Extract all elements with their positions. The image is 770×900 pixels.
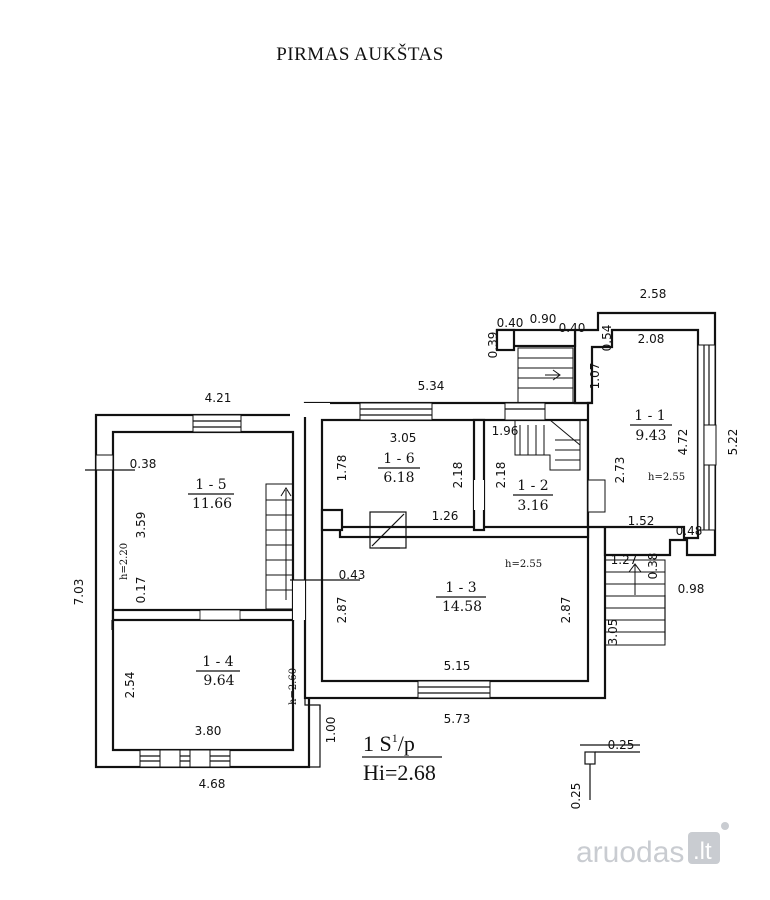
- svg-text:1 - 6: 1 - 6: [383, 451, 415, 467]
- svg-text:2.18: 2.18: [451, 462, 465, 489]
- watermark-text: aruodas: [576, 836, 684, 869]
- svg-text:2.73: 2.73: [613, 457, 627, 484]
- svg-text:7.03: 7.03: [72, 579, 86, 606]
- room-1-2: 1 - 2 3.16: [513, 478, 553, 514]
- svg-text:0.38: 0.38: [130, 457, 157, 471]
- svg-text:2.54: 2.54: [123, 672, 137, 699]
- room-1-6: 1 - 6 6.18: [378, 451, 420, 486]
- svg-text:9.64: 9.64: [203, 673, 234, 689]
- svg-text:0.40: 0.40: [497, 316, 524, 330]
- svg-text:2.87: 2.87: [559, 597, 573, 624]
- svg-text:2.18: 2.18: [494, 462, 508, 489]
- svg-text:0.25: 0.25: [569, 783, 583, 810]
- dimension-lines: [85, 469, 640, 800]
- svg-text:h=2.20: h=2.20: [119, 543, 130, 580]
- svg-text:0.39: 0.39: [486, 332, 500, 359]
- svg-text:3.80: 3.80: [195, 724, 222, 738]
- svg-text:1.96: 1.96: [492, 424, 519, 438]
- svg-text:1.52: 1.52: [628, 514, 655, 528]
- svg-text:1 S1/p: 1 S1/p: [363, 731, 415, 756]
- watermark-tld: .lt: [693, 838, 712, 865]
- room-1-4: 1 - 4 9.64 h=2.60: [196, 654, 299, 705]
- svg-text:h=2.60: h=2.60: [288, 668, 299, 705]
- room-1-1: 1 - 1 9.43 h=2.55: [630, 408, 685, 483]
- room-1-5: 1 - 5 11.66 h=2.20: [119, 477, 234, 580]
- svg-text:1.26: 1.26: [432, 509, 459, 523]
- stamp-hi: Hi=2.68: [363, 760, 436, 785]
- stamp-sup: 1: [392, 731, 398, 745]
- room-1-3: 1 - 3 14.58 h=2.55: [436, 559, 542, 615]
- svg-text:0.90: 0.90: [530, 312, 557, 326]
- svg-text:5.73: 5.73: [444, 712, 471, 726]
- svg-text:14.58: 14.58: [442, 599, 482, 615]
- svg-text:11.66: 11.66: [192, 496, 232, 512]
- svg-text:9.43: 9.43: [635, 428, 666, 444]
- svg-text:0.43: 0.43: [339, 568, 366, 582]
- svg-text:3.05: 3.05: [606, 619, 620, 646]
- svg-text:1 - 1: 1 - 1: [634, 408, 665, 424]
- doors: [199, 480, 484, 621]
- svg-text:2.87: 2.87: [335, 597, 349, 624]
- svg-text:3.16: 3.16: [517, 498, 548, 514]
- svg-text:3.05: 3.05: [390, 431, 417, 445]
- svg-text:0.38: 0.38: [646, 553, 660, 580]
- svg-text:6.18: 6.18: [383, 470, 414, 486]
- watermark: aruodas .lt: [576, 822, 729, 869]
- svg-text:3.59: 3.59: [134, 512, 148, 539]
- floor-stamp: 1 S1/p Hi=2.68: [362, 731, 442, 785]
- svg-text:0.40: 0.40: [559, 321, 586, 335]
- svg-text:1 - 2: 1 - 2: [517, 478, 548, 494]
- windows: [95, 344, 717, 768]
- dimension-labels: 2.58 0.40 0.90 0.40 0.39 0.54 2.08 1.07 …: [72, 287, 740, 809]
- svg-text:5.15: 5.15: [444, 659, 471, 673]
- stove-symbol: [369, 511, 407, 549]
- stamp-main: 1 S: [363, 731, 392, 756]
- svg-text:5.22: 5.22: [726, 429, 740, 456]
- svg-text:5.34: 5.34: [418, 379, 445, 393]
- walls: [94, 311, 717, 769]
- svg-text:4.68: 4.68: [199, 777, 226, 791]
- plan-title: PIRMAS AUKŠTAS: [276, 43, 444, 65]
- svg-text:h=2.55: h=2.55: [505, 559, 542, 570]
- svg-text:0.48: 0.48: [676, 524, 703, 538]
- svg-text:1.07: 1.07: [588, 363, 602, 390]
- stairs: [265, 347, 666, 646]
- stamp-end: /p: [398, 731, 415, 756]
- svg-text:1.78: 1.78: [335, 455, 349, 482]
- svg-text:0.98: 0.98: [678, 582, 705, 596]
- svg-text:1.00: 1.00: [324, 717, 338, 744]
- svg-text:1.27: 1.27: [611, 553, 638, 567]
- svg-text:2.08: 2.08: [638, 332, 665, 346]
- svg-text:1 - 3: 1 - 3: [445, 580, 476, 596]
- svg-text:1 - 5: 1 - 5: [195, 477, 226, 493]
- svg-text:4.72: 4.72: [676, 429, 690, 456]
- svg-text:0.54: 0.54: [600, 325, 614, 352]
- room-labels: 1 - 1 9.43 h=2.55 1 - 2 3.16 1 - 3 14.58…: [119, 408, 685, 705]
- svg-text:0.17: 0.17: [134, 577, 148, 604]
- svg-text:h=2.55: h=2.55: [648, 472, 685, 483]
- svg-text:2.58: 2.58: [640, 287, 667, 301]
- svg-text:0.25: 0.25: [608, 738, 635, 752]
- svg-text:4.21: 4.21: [205, 391, 232, 405]
- svg-text:1 - 4: 1 - 4: [202, 654, 234, 670]
